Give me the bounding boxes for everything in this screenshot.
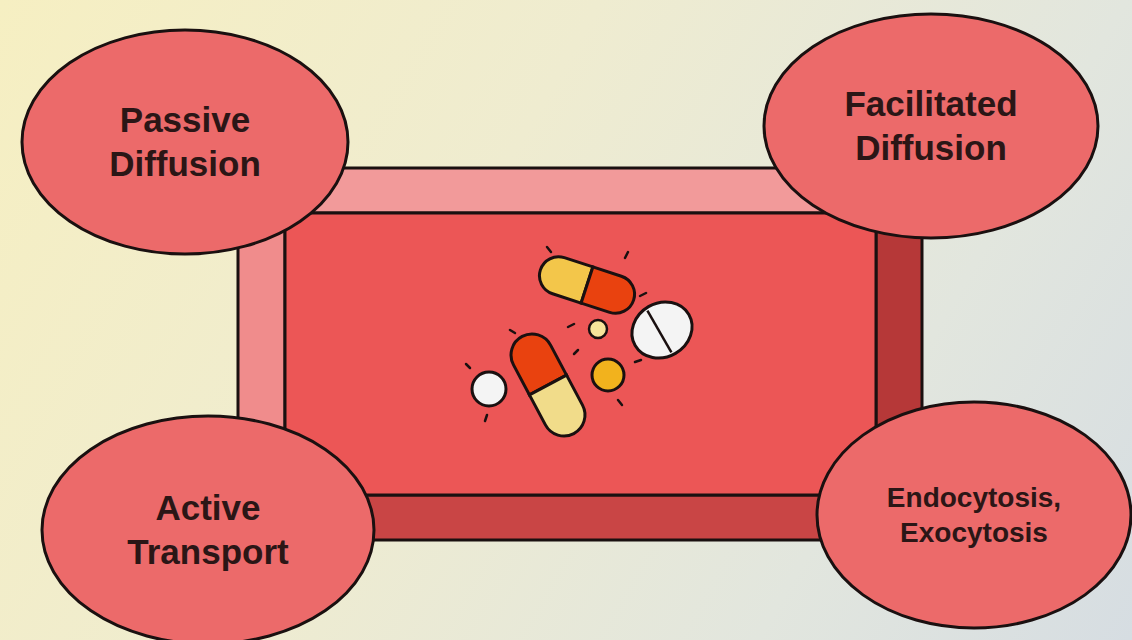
round-pill — [592, 359, 624, 391]
node-label: Endocytosis, Exocytosis — [859, 480, 1089, 550]
tick — [618, 400, 622, 405]
tick — [568, 324, 574, 327]
capsule-half — [529, 375, 592, 443]
tick — [625, 252, 628, 258]
tick — [640, 293, 646, 296]
text-column: Active Transport — [83, 486, 333, 574]
capsule-pill — [504, 327, 593, 444]
node-content: Active Transport — [40, 414, 376, 640]
ellipse-shape — [817, 402, 1131, 628]
tick — [574, 350, 578, 354]
ellipse-shape — [22, 30, 348, 254]
node-content: Endocytosis, Exocytosis — [815, 400, 1132, 630]
method-ellipse: Endocytosis, Exocytosis — [815, 400, 1132, 630]
capsule-half — [581, 267, 639, 318]
ellipse-outline — [20, 28, 350, 256]
node-label: Facilitated Diffusion — [806, 82, 1056, 170]
ellipse-outline — [815, 400, 1132, 630]
node-label: Active Transport — [83, 486, 333, 574]
node-content: Passive Diffusion — [20, 28, 350, 256]
tick — [466, 364, 470, 368]
tick — [547, 247, 551, 252]
node-content: Facilitated Diffusion — [762, 12, 1100, 240]
round-pill — [472, 372, 506, 406]
method-ellipse: Active Transport — [40, 414, 376, 640]
tick — [485, 415, 487, 421]
node-label: Passive Diffusion — [60, 98, 310, 186]
ellipse-shape — [764, 14, 1098, 238]
frame-panel — [285, 213, 876, 495]
round-pill — [589, 320, 607, 338]
text-column: Facilitated Diffusion — [806, 82, 1056, 170]
method-ellipse: Passive Diffusion — [20, 28, 350, 256]
motion-ticks — [466, 247, 646, 421]
tablet-body — [622, 291, 703, 369]
tick — [635, 360, 641, 362]
ellipse-outline — [762, 12, 1100, 240]
text-column: Endocytosis, Exocytosis — [859, 480, 1089, 550]
ellipse-shape — [42, 416, 374, 640]
tablet-pill — [622, 291, 703, 369]
tablet-score — [647, 311, 671, 353]
text-column: Passive Diffusion — [60, 98, 310, 186]
tick — [510, 330, 515, 333]
capsule-pill — [535, 252, 640, 318]
method-ellipse: Facilitated Diffusion — [762, 12, 1100, 240]
